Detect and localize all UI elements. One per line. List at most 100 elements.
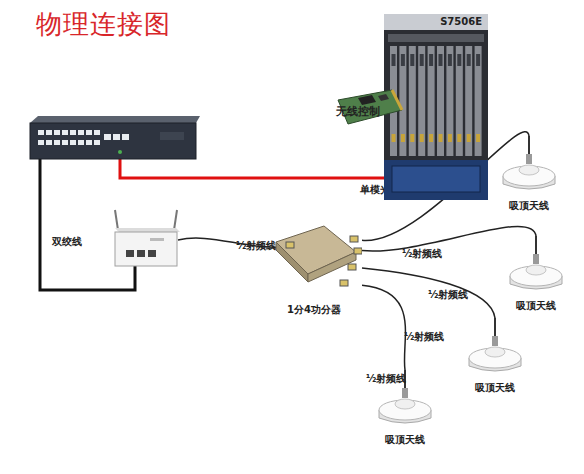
device-illustration [457,134,461,142]
illustration-part [94,140,100,145]
power-splitter: 1分4功分器 [266,222,362,324]
node-label: 吸顶天线 [494,200,564,212]
ceiling-antenna: 吸顶天线 [460,318,530,396]
device-illustration [439,134,443,142]
device-illustration [350,236,358,242]
device-illustration [308,252,356,282]
device-illustration [476,54,480,66]
edge-label: ½射频线 [366,373,406,385]
device-illustration [384,14,488,30]
device-illustration [392,54,396,66]
device-illustration [526,265,546,275]
device-illustration [276,242,308,282]
illustration-part [62,130,68,135]
device-illustration [446,46,453,156]
illustration-part [115,228,180,232]
device-illustration [348,264,356,270]
cable-label: 双绞线 [52,236,82,248]
node-label: 1分4功分器 [266,304,362,316]
edge-label: ½射频线 [428,289,468,301]
edge-label: ½射频线 [402,248,442,260]
controller-card: 无线控制 [334,86,404,128]
illustration-part [38,130,44,135]
device-illustration [494,318,496,338]
illustration-part [160,132,184,140]
device-illustration [439,54,443,66]
illustration-part [62,140,68,145]
illustration-part [30,116,200,123]
illustration-part [78,140,84,145]
device-illustration [494,136,564,198]
rf-cable [362,268,495,318]
device-illustration [492,336,498,346]
illustration-part [115,232,177,266]
device-illustration [476,134,480,142]
device-illustration [286,242,294,248]
device-illustration [467,134,471,142]
ceiling-antenna: 吸顶天线 [494,136,564,216]
device-illustration [401,134,405,142]
device-illustration [535,236,537,256]
illustration-part [38,140,44,145]
device-illustration [533,254,539,264]
device-illustration [420,134,424,142]
illustration-part [113,134,120,140]
illustration-part [137,250,145,257]
device-illustration [528,136,530,156]
node-label: 吸顶天线 [370,434,440,446]
device-illustration [467,54,471,66]
device-illustration [485,347,505,357]
device-illustration [475,46,482,156]
illustration-part [78,130,84,135]
illustration-part [54,130,60,135]
device-illustration [378,94,389,101]
illustration-part [94,130,100,135]
node-label: 吸顶天线 [500,300,572,312]
twisted-pair-line [40,158,135,290]
device-illustration [429,134,433,142]
illustration-part [70,140,76,145]
device-illustration [510,266,562,286]
node-label: S7506E [440,16,482,28]
device-illustration [503,166,555,186]
switch-ports [38,130,129,145]
device-illustration [465,46,472,156]
illustration-part [46,130,52,135]
illustration-part [54,140,60,145]
device-illustration [457,54,461,66]
illustration-part [115,210,118,230]
device-illustration [388,34,484,42]
illustration-part [70,130,76,135]
device-illustration [428,46,435,156]
device-illustration [410,134,414,142]
illustration-part [150,238,164,241]
device-illustration [500,236,572,298]
device-illustration [392,90,402,110]
illustration-part [174,210,177,230]
illustration-part [126,250,134,257]
device-illustration [384,14,488,200]
device-illustration [410,54,414,66]
device-illustration [399,46,406,156]
illustration-part [46,140,52,145]
device-illustration [448,54,452,66]
device-illustration [469,348,521,368]
device-illustration [456,46,463,156]
device-illustration [392,134,396,142]
device-illustration [379,400,431,420]
device-illustration [519,165,539,175]
device-illustration [358,95,376,105]
device-illustration [401,54,405,66]
device-illustration [276,226,356,274]
rf-cable [362,226,536,251]
cable-label: ½射频线 [236,240,276,252]
device-illustration [392,166,480,192]
illustration-part [30,123,196,159]
device-illustration [526,154,532,164]
device-illustration [354,248,362,254]
illustration-part [122,134,129,140]
edge-label: ½射频线 [404,331,444,343]
illustration-part [86,130,92,135]
ceiling-antenna: 吸顶天线 [500,236,572,314]
